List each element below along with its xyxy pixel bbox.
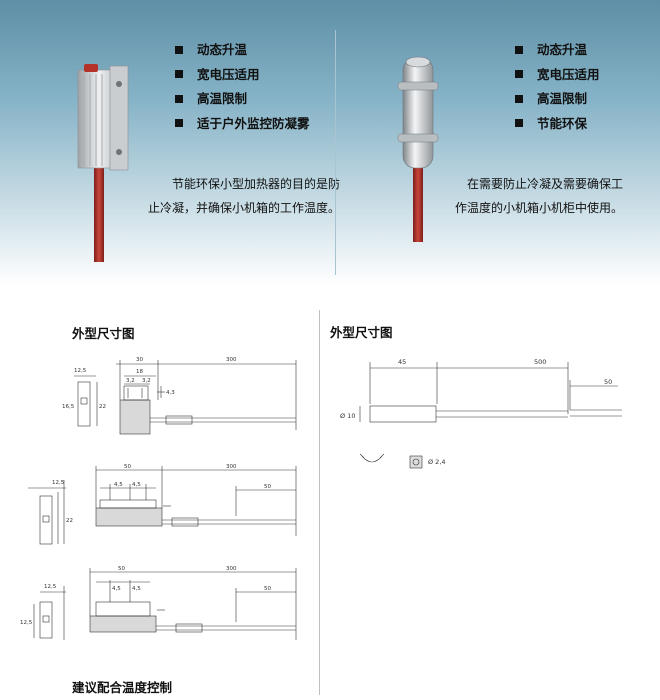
flat-heater-photo [77, 64, 129, 262]
svg-text:4,5: 4,5 [132, 482, 141, 488]
svg-text:50: 50 [264, 484, 271, 490]
product-banner: 动态升温 宽电压适用 高温限制 适于户外监控防凝雾 节能环保小型加热器的目的是防… [0, 0, 660, 285]
right-description: 在需要防止冷凝及需要确保工 作温度的小机箱小机柜中使用。 [455, 177, 624, 215]
svg-text:3,2: 3,2 [142, 378, 151, 384]
cylinder-heater-photo [397, 56, 439, 242]
svg-text:50: 50 [604, 378, 612, 386]
feature-item: 宽电压适用 [515, 63, 600, 88]
right-feature-list: 动态升温 宽电压适用 高温限制 节能环保 [515, 38, 600, 136]
svg-text:50: 50 [124, 464, 131, 470]
svg-text:500: 500 [534, 358, 546, 366]
svg-text:3,2: 3,2 [126, 378, 135, 384]
svg-text:22: 22 [66, 518, 73, 524]
svg-text:4,5: 4,5 [114, 482, 123, 488]
feature-item: 节能环保 [515, 112, 600, 137]
svg-text:50: 50 [264, 586, 271, 592]
left-description: 节能环保小型加热器的目的是防 止冷凝，并确保小机箱的工作温度。 [148, 177, 341, 215]
svg-text:45: 45 [398, 358, 406, 366]
svg-text:12,5: 12,5 [74, 368, 87, 374]
feature-item: 适于户外监控防凝雾 [175, 112, 310, 137]
svg-text:30: 30 [136, 357, 143, 363]
svg-text:22: 22 [99, 404, 106, 410]
svg-text:12,5: 12,5 [52, 480, 65, 486]
cylinder-heater-dimension-drawing: 45 500 50 Ø 10 Ø 2,4 [340, 358, 622, 469]
temperature-control-heading: 建议配合温度控制 [72, 680, 173, 695]
left-feature-list: 动态升温 宽电压适用 高温限制 适于户外监控防凝雾 [175, 38, 310, 136]
svg-text:Ø 10: Ø 10 [340, 412, 355, 420]
svg-text:12,5: 12,5 [44, 584, 57, 590]
svg-text:50: 50 [118, 566, 125, 572]
feature-item: 高温限制 [515, 87, 600, 112]
svg-text:16,5: 16,5 [62, 404, 75, 410]
feature-item: 宽电压适用 [175, 63, 310, 88]
feature-item: 动态升温 [515, 38, 600, 63]
svg-text:12,5: 12,5 [20, 620, 33, 626]
flat-heater-dimension-drawing: 12,5 30 300 18 3,2 3,2 4,3 16,5 22 12,5 … [20, 357, 297, 640]
section-divider [319, 310, 320, 695]
feature-item: 高温限制 [175, 87, 310, 112]
svg-text:4,3: 4,3 [166, 390, 175, 396]
right-drawing-title: 外型尺寸图 [330, 325, 393, 340]
svg-text:4,5: 4,5 [112, 586, 121, 592]
svg-text:4,5: 4,5 [132, 586, 141, 592]
svg-text:Ø 2,4: Ø 2,4 [428, 458, 446, 466]
feature-item: 动态升温 [175, 38, 310, 63]
svg-text:18: 18 [136, 369, 143, 375]
banner-divider [335, 30, 336, 275]
svg-text:300: 300 [226, 566, 237, 572]
svg-text:300: 300 [226, 357, 237, 363]
left-drawing-title: 外型尺寸图 [72, 326, 135, 341]
svg-text:300: 300 [226, 464, 237, 470]
